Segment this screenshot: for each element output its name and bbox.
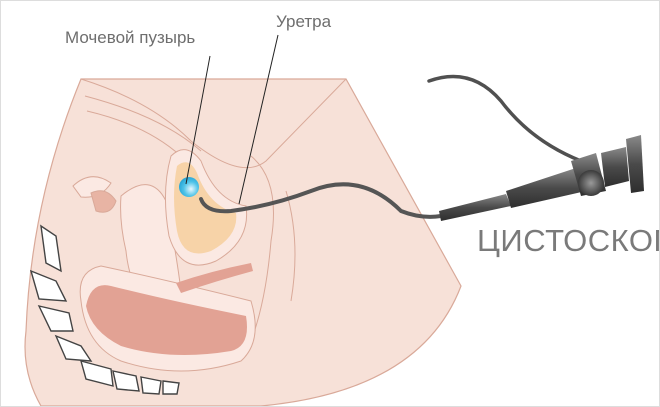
urethra-label: Уретра [276, 12, 332, 31]
urethra-pointer [238, 34, 279, 205]
light-cable [427, 74, 583, 163]
bladder-fluid [179, 177, 199, 197]
cystoscope [199, 74, 644, 221]
spine [29, 224, 180, 395]
bladder-label: Мочевой пузырь [65, 28, 196, 47]
insertion-tube [199, 182, 443, 219]
bladder-pointer [185, 55, 211, 185]
cystoscope-label: ЦИСТОСКОП [477, 223, 660, 258]
